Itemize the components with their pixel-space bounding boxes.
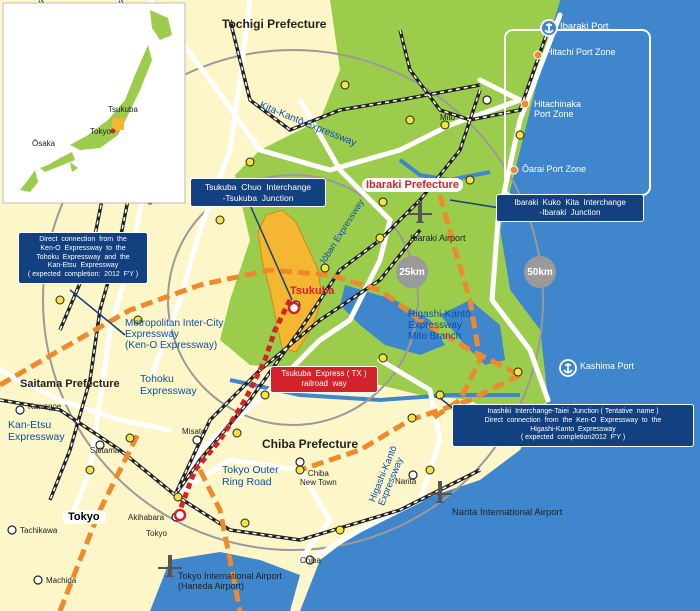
kan-etsu-expressway-label: Kan-Etsu Expressway (8, 419, 65, 443)
anchor-icon (559, 359, 577, 377)
saitama-city-label: Saitama (90, 446, 120, 455)
junction-dots (55, 80, 525, 535)
narita-city-label: Narita (395, 477, 417, 486)
tsukuba-express-callout: Tsukuba Express ( TX ) railroad way (270, 366, 378, 393)
tsukuba-city-area (257, 209, 323, 353)
tokyo-outer-ring-road-label: Tokyo Outer Ring Road (222, 464, 279, 488)
kashima-port-label: Kashima Port (580, 361, 635, 371)
tokyo-label: Tokyo (62, 510, 106, 525)
tohoku-expressway-label: Tohoku Expressway (140, 373, 197, 397)
inset-tokyo-label: Tokyo (90, 127, 111, 136)
lake-kitaura (440, 300, 505, 365)
haneda-airport-label: Tokyo International Airport (Haneda Airp… (178, 571, 283, 591)
direct-connection-callout: Direct connection from the Ken-O Express… (18, 232, 148, 284)
chiba-prefecture-label: Chiba Prefecture (262, 437, 359, 451)
ring-50km-label: 50km (524, 256, 556, 288)
narita-airport-label: Narita International Airport (452, 507, 563, 518)
ibaraki-junction-callout: Ibaraki Kuko Kita Interchange -Ibaraki J… (496, 194, 644, 222)
ring-25km-label: 25km (396, 256, 428, 288)
tokyo-bay (150, 552, 300, 611)
tochigi-prefecture-label: Tochigi Prefecture (222, 17, 327, 31)
chiba-new-town-label: Chiba New Town (300, 469, 337, 487)
inset-osaka-label: Ōsaka (32, 139, 56, 148)
inashiki-junction-callout: Inashiki Interchange-Taiei Junction ( Te… (452, 404, 694, 447)
ibaraki-port-label: Ibaraki Port (560, 21, 609, 32)
japan-inset (2, 2, 186, 204)
kawagoe-label: Kawagoe (28, 402, 62, 411)
anchor-icon (540, 19, 558, 37)
machida-label: Machida (46, 576, 77, 585)
ring-50km (42, 49, 544, 551)
port-dots (509, 50, 543, 175)
tsukuba-express-line (177, 298, 293, 511)
misato-label: Misato (182, 427, 206, 436)
tsukuba-station (287, 301, 301, 315)
lake-kasumigaura (340, 285, 445, 355)
mito-label: Mito (440, 113, 456, 122)
tachikawa-label: Tachikawa (20, 526, 58, 535)
ken-o-expressway-label: Metropolitan Inter-City Expressway (Ken-… (125, 318, 224, 351)
hitachi-port-zone-label: Hitachi Port Zone (546, 47, 616, 57)
oarai-port-zone-label: Ōarai Port Zone (522, 164, 587, 174)
airplane-icon (428, 481, 452, 503)
tsukuba-label: Tsukuba (290, 285, 335, 297)
japan-silhouette (20, 10, 172, 192)
inset-highlight (112, 118, 124, 130)
tokyo-station-label: Tokyo (146, 529, 167, 538)
akihabara-station (173, 508, 187, 522)
airplane-icon (158, 555, 182, 577)
inset-tokyo-dot (110, 128, 116, 134)
higashi-kanto-mito-branch-label: Higashi-Kantō Expressway Mito Branch (408, 309, 471, 342)
ring-25km (167, 174, 419, 426)
hitachinaka-port-zone-label: Hitachinaka Port Zone (534, 99, 582, 119)
tsukuba-junction-callout: Tsukuba Chuo Interchange -Tsukuba Juncti… (190, 178, 326, 208)
akihabara-label: Akihabara (128, 513, 165, 522)
saitama-prefecture-label: Saitama Prefecture (20, 378, 120, 390)
chiba-city-label: Chiba (300, 556, 321, 565)
airplane-icon (408, 201, 432, 223)
ibaraki-airport-label: Ibaraki Airport (410, 233, 466, 243)
inset-tsukuba-label: Tsukuba (108, 105, 138, 114)
ibaraki-prefecture-label: Ibaraki Prefecture (362, 178, 463, 193)
